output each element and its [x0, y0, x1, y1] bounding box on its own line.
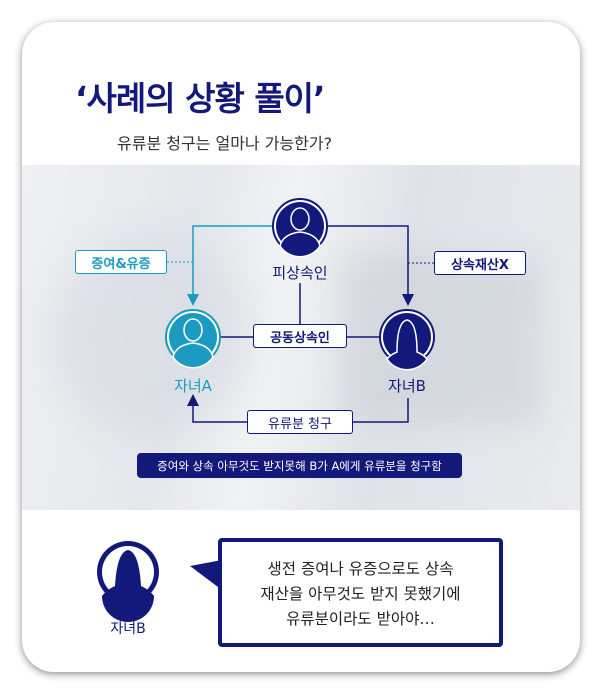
page-title: ‘사례의 상황 풀이’ — [75, 79, 326, 118]
page-subtitle: 유류분 청구는 얼마나 가능한가? — [117, 134, 333, 153]
speaker-label: 자녀B — [110, 621, 146, 637]
gift-arrow — [187, 225, 273, 306]
speech-line: 생전 증여나 유증으로도 상속 — [267, 560, 454, 578]
gift-tag: 증여&유증 — [75, 250, 167, 274]
speech-bubble: 생전 증여나 유증으로도 상속 재산을 아무것도 받지 못했기에 유류분이라도 … — [218, 538, 503, 647]
speech-line: 재산을 아무것도 받지 못했기에 — [260, 585, 461, 603]
decedent-label: 피상속인 — [272, 264, 328, 282]
estate-tag: 상속재산X — [434, 251, 526, 275]
claim-tag: 유류분 청구 — [247, 410, 353, 434]
decedent-person-icon — [279, 207, 321, 258]
child-b-label: 자녀B — [388, 377, 426, 395]
child-a-person-icon — [172, 318, 214, 369]
child-b-person-icon — [386, 319, 428, 371]
speaker-avatar-icon — [97, 541, 159, 622]
speech-tail — [190, 560, 222, 590]
estate-arrow — [327, 225, 414, 306]
speech-line: 유류분이라도 받아야… — [286, 610, 435, 628]
summary-banner: 증여와 상속 아무것도 받지못해 B가 A에게 유류분을 청구함 — [137, 453, 462, 478]
co-heir-tag: 공동상속인 — [253, 324, 347, 348]
child-a-label: 자녀A — [174, 377, 212, 395]
